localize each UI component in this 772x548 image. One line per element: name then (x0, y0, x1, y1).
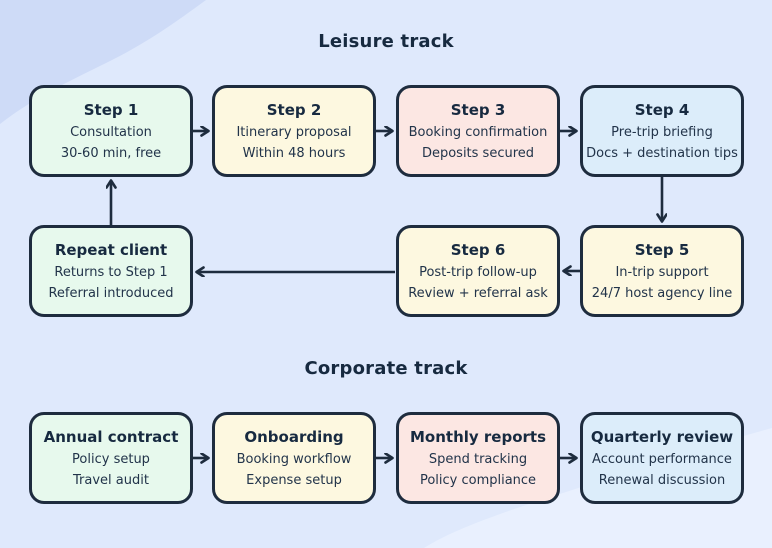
node-detail: Policy setup (72, 451, 150, 467)
node-title: Step 4 (634, 100, 690, 119)
node-detail: Within 48 hours (242, 145, 346, 161)
node-detail: Returns to Step 1 (54, 264, 168, 280)
flow-node-annual-contract: Annual contract Policy setup Travel audi… (29, 412, 193, 504)
flow-node-step-1: Step 1 Consultation 30-60 min, free (29, 85, 193, 177)
node-detail: In-trip support (615, 264, 709, 280)
decorative-blob-top-left (0, 0, 206, 124)
node-detail: Itinerary proposal (236, 124, 352, 140)
node-detail: Consultation (70, 124, 152, 140)
node-detail: Booking workflow (236, 451, 352, 467)
leisure-track-title: Leisure track (318, 31, 454, 52)
flow-node-onboarding: Onboarding Booking workflow Expense setu… (212, 412, 376, 504)
node-title: Step 2 (266, 100, 322, 119)
node-title: Annual contract (43, 427, 179, 446)
flow-node-quarterly-review: Quarterly review Account performance Ren… (580, 412, 744, 504)
flow-node-step-2: Step 2 Itinerary proposal Within 48 hour… (212, 85, 376, 177)
node-detail: Post-trip follow-up (419, 264, 537, 280)
node-detail: Pre-trip briefing (611, 124, 713, 140)
node-detail: Referral introduced (48, 285, 174, 301)
node-detail: Review + referral ask (408, 285, 548, 301)
node-title: Repeat client (54, 240, 168, 259)
node-detail: Spend tracking (428, 451, 528, 467)
node-detail: Account performance (592, 451, 732, 467)
flow-node-step-6: Step 6 Post-trip follow-up Review + refe… (396, 225, 560, 317)
flow-node-repeat-client: Repeat client Returns to Step 1 Referral… (29, 225, 193, 317)
node-detail: Deposits secured (421, 145, 535, 161)
node-title: Step 3 (450, 100, 506, 119)
flow-node-monthly-reports: Monthly reports Spend tracking Policy co… (396, 412, 560, 504)
node-detail: 30-60 min, free (60, 145, 162, 161)
node-title: Step 1 (83, 100, 139, 119)
node-detail: Booking confirmation (408, 124, 548, 140)
flow-node-step-4: Step 4 Pre-trip briefing Docs + destinat… (580, 85, 744, 177)
node-detail: Expense setup (246, 472, 342, 488)
flow-node-step-3: Step 3 Booking confirmation Deposits sec… (396, 85, 560, 177)
node-title: Step 5 (634, 240, 690, 259)
node-detail: Renewal discussion (598, 472, 726, 488)
corporate-track-title: Corporate track (304, 358, 468, 379)
node-title: Step 6 (450, 240, 506, 259)
node-detail: 24/7 host agency line (591, 285, 733, 301)
flow-node-step-5: Step 5 In-trip support 24/7 host agency … (580, 225, 744, 317)
node-title: Onboarding (244, 427, 344, 446)
node-detail: Policy compliance (419, 472, 537, 488)
node-detail: Docs + destination tips (586, 145, 738, 161)
node-title: Monthly reports (409, 427, 546, 446)
node-detail: Travel audit (73, 472, 149, 488)
node-title: Quarterly review (590, 427, 734, 446)
